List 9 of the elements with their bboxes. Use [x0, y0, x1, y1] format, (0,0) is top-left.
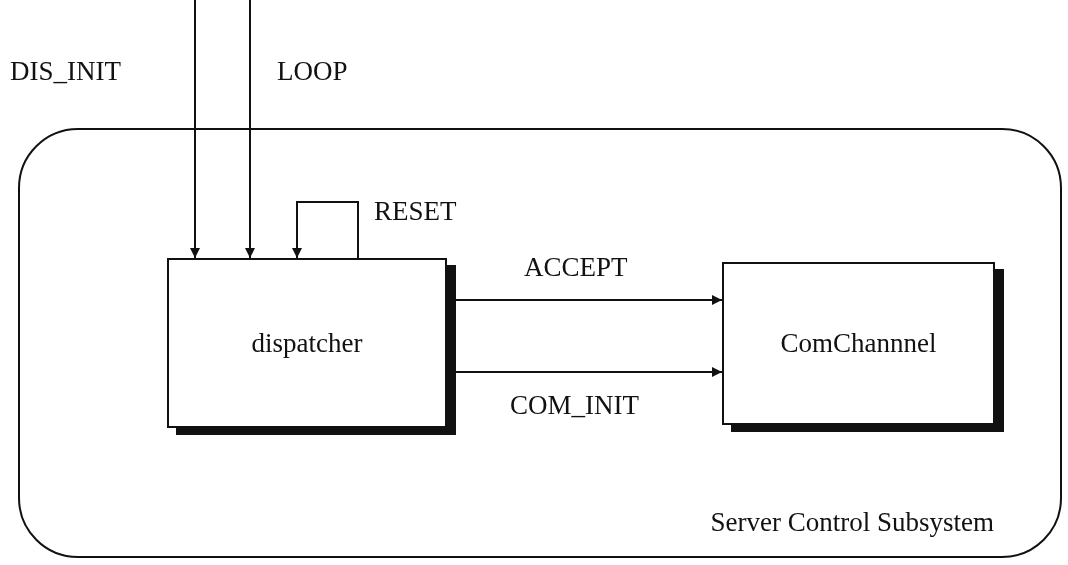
arrow — [292, 201, 359, 259]
subsystem-boundary — [18, 128, 1062, 558]
node-label: Server Control Subsystem — [710, 507, 994, 538]
node-label: ComChannnel — [780, 328, 937, 359]
arrow — [454, 367, 723, 377]
node-label: dispatcher — [251, 327, 363, 359]
arrow — [454, 295, 723, 305]
arrow — [245, 0, 255, 259]
arrow — [190, 0, 200, 259]
